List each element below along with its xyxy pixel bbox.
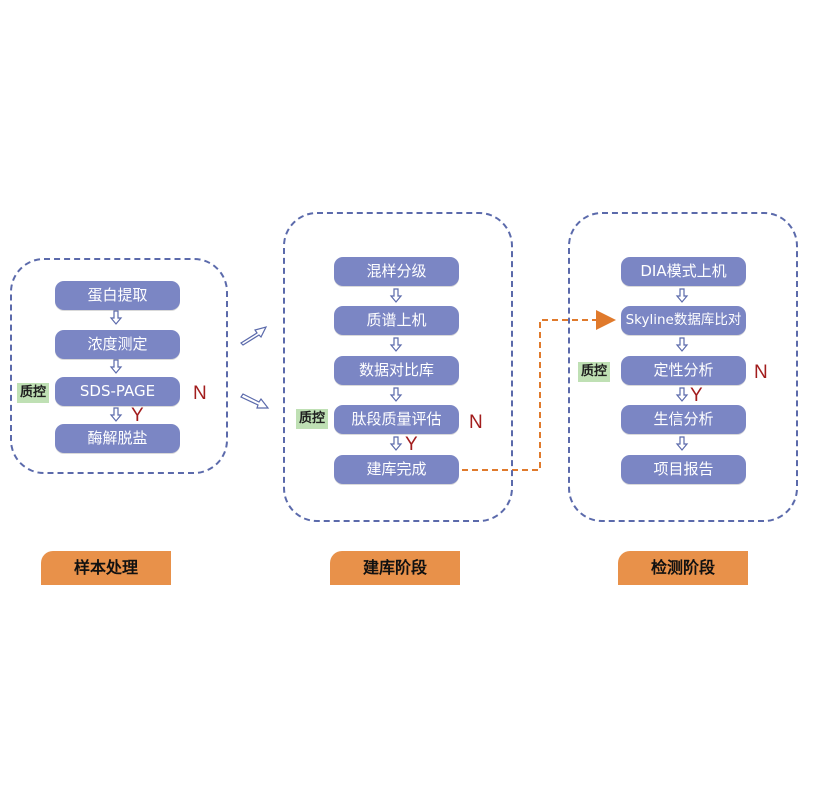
node-sds-page: SDS-PAGE (55, 377, 180, 406)
down-arrow-icon (675, 387, 689, 402)
stage-panel-library-building (283, 212, 513, 522)
yes-flag: Y (690, 385, 703, 406)
no-flag: N (754, 362, 768, 383)
node-mix-fraction: 混样分级 (334, 257, 459, 286)
yes-flag: Y (405, 434, 418, 455)
stage-label-sample-processing: 样本处理 (41, 551, 171, 585)
down-arrow-icon (389, 337, 403, 352)
down-arrow-icon (675, 337, 689, 352)
no-flag: N (469, 412, 483, 433)
qc-label: 质控 (578, 362, 611, 382)
node-qualitative: 定性分析 (621, 356, 746, 385)
down-arrow-icon (675, 436, 689, 451)
link-arrow (462, 310, 616, 471)
stage-panel-detection (568, 212, 798, 522)
down-arrow-icon (389, 387, 403, 402)
down-arrow-icon (389, 436, 403, 451)
node-skyline-compare: Skyline数据库比对 (621, 306, 746, 335)
down-arrow-icon (109, 359, 123, 374)
stage-panel-sample-processing (10, 258, 228, 474)
yes-flag: Y (131, 405, 144, 426)
qc-label: 质控 (17, 383, 50, 403)
node-dia-run: DIA模式上机 (621, 257, 746, 286)
qc-label: 质控 (296, 409, 329, 429)
stage-label-detection: 检测阶段 (618, 551, 748, 585)
diagonal-up-arrow-icon (240, 326, 268, 346)
node-ms-run: 质谱上机 (334, 306, 459, 335)
diagonal-down-arrow-icon (240, 393, 270, 409)
node-library-done: 建库完成 (334, 455, 459, 484)
down-arrow-icon (675, 288, 689, 303)
node-protein-extraction: 蛋白提取 (55, 281, 180, 310)
node-database-compare: 数据对比库 (334, 356, 459, 385)
node-peptide-quality: 肽段质量评估 (334, 405, 459, 434)
down-arrow-icon (389, 288, 403, 303)
down-arrow-icon (109, 407, 123, 422)
down-arrow-icon (109, 310, 123, 325)
node-concentration: 浓度测定 (55, 330, 180, 359)
node-bioinformatics: 生信分析 (621, 405, 746, 434)
no-flag: N (193, 383, 207, 404)
stage-label-library-building: 建库阶段 (330, 551, 460, 585)
node-digestion-desalting: 酶解脱盐 (55, 424, 180, 453)
node-report: 项目报告 (621, 455, 746, 484)
